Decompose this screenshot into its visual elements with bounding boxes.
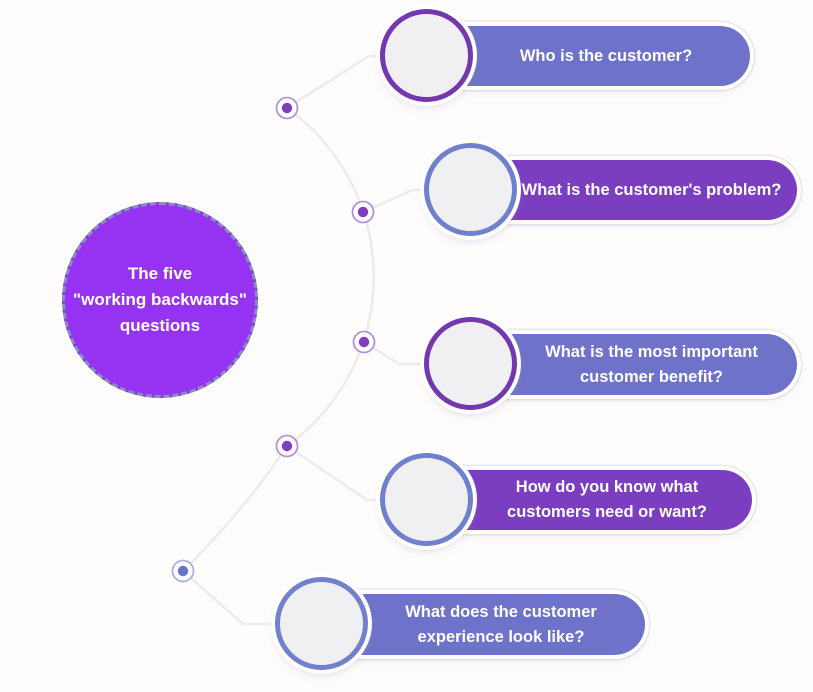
diagram-title: The five "working backwards" questions xyxy=(73,261,247,339)
node-dot-2 xyxy=(351,200,375,224)
question-1-line-1: Who is the customer? xyxy=(519,46,693,65)
title-line-1: The five xyxy=(127,264,193,283)
question-label-1: Who is the customer? xyxy=(476,26,736,86)
question-4-line-2: customers need or want? xyxy=(507,503,707,521)
node-dot-1 xyxy=(275,96,299,120)
question-label-4: How do you know what customers need or w… xyxy=(476,470,738,530)
branch-line-5 xyxy=(181,569,281,626)
branch-line-4 xyxy=(285,444,386,502)
pill-icon-circle-3 xyxy=(424,317,517,410)
pill-icon-circle-5 xyxy=(275,577,368,670)
spine-curve xyxy=(181,106,375,573)
question-2-line-1: What is the customer's problem? xyxy=(521,180,782,199)
question-label-5: What does the customer experience look l… xyxy=(371,594,631,655)
question-label-3: What is the most important customer bene… xyxy=(520,334,783,395)
branch-line-1 xyxy=(285,54,386,110)
question-label-2: What is the customer's problem? xyxy=(520,160,783,220)
title-line-3: questions xyxy=(119,316,201,335)
branch-line-2 xyxy=(361,188,430,214)
center-topic-circle: The five "working backwards" questions xyxy=(62,202,258,398)
branch-line-3 xyxy=(362,340,430,366)
pill-icon-circle-1 xyxy=(380,9,473,102)
title-line-2: "working backwards" xyxy=(73,290,247,309)
question-5-line-1: What does the customer xyxy=(405,602,597,621)
node-dot-4 xyxy=(275,434,299,458)
question-4-line-1: How do you know what xyxy=(515,478,699,496)
node-dot-3 xyxy=(352,330,376,354)
question-3-line-2: customer benefit? xyxy=(579,367,724,386)
pill-icon-circle-2 xyxy=(424,143,517,236)
question-5-line-2: experience look like? xyxy=(417,627,585,646)
node-dot-5 xyxy=(171,559,195,583)
question-3-line-1: What is the most important xyxy=(545,342,758,361)
pill-icon-circle-4 xyxy=(380,453,473,546)
